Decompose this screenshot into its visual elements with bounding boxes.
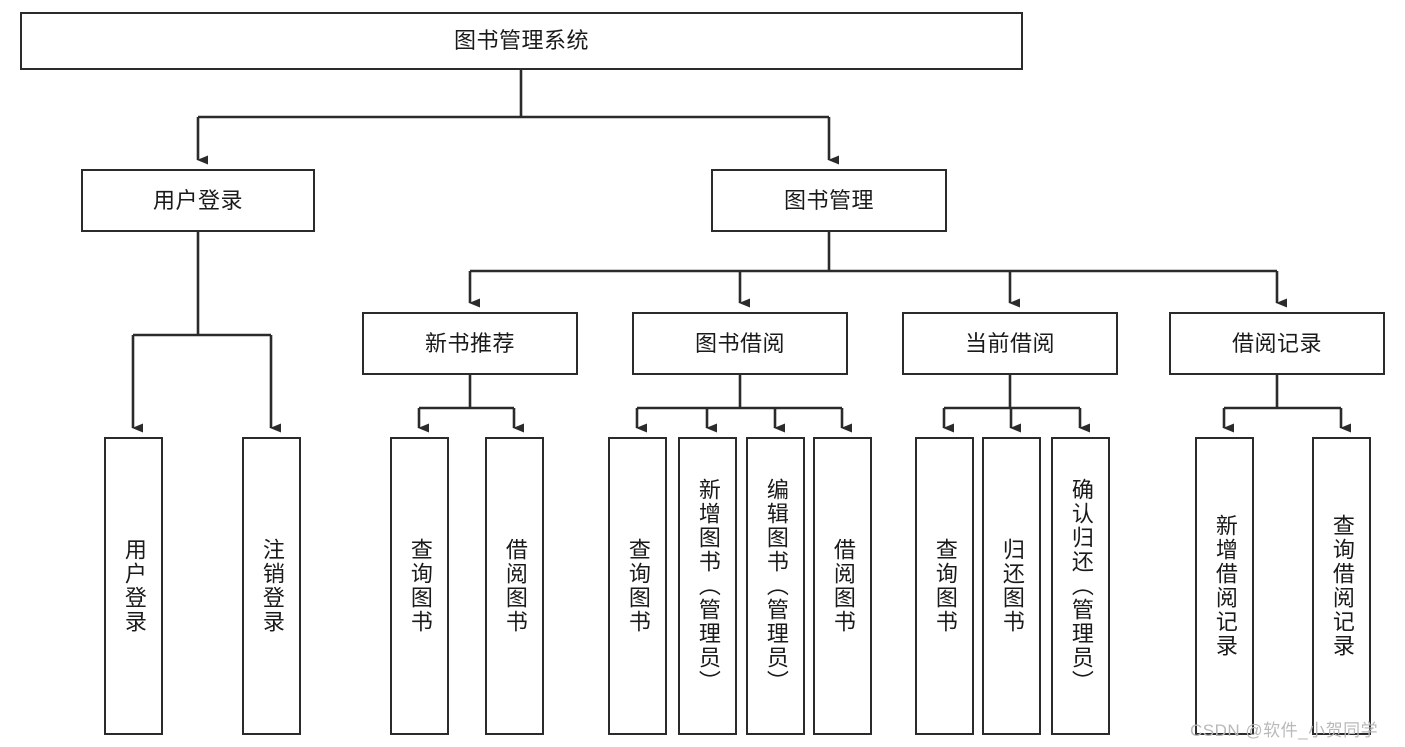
csdn-watermark: CSDN @软件_小贺同学: [1190, 721, 1379, 740]
node-leaf-borrow-book-2[interactable]: 借阅图书: [813, 437, 872, 735]
node-leaf-query-book-1-label: 查询图书: [407, 538, 433, 634]
node-root[interactable]: 图书管理系统: [20, 12, 1023, 70]
node-current-borrow-label: 当前借阅: [964, 330, 1055, 356]
node-leaf-return-book[interactable]: 归还图书: [982, 437, 1041, 735]
node-leaf-borrow-book-1-label: 借阅图书: [502, 538, 528, 634]
node-leaf-return-book-label: 归还图书: [999, 538, 1025, 634]
node-book-borrow[interactable]: 图书借阅: [632, 312, 848, 375]
node-book-manage-label: 图书管理: [783, 187, 874, 213]
node-leaf-add-book-label: 新增图书（管理员）: [695, 478, 721, 694]
node-borrow-record-label: 借阅记录: [1231, 330, 1322, 356]
node-leaf-query-book-1[interactable]: 查询图书: [390, 437, 449, 735]
node-leaf-logout[interactable]: 注销登录: [242, 437, 301, 735]
node-leaf-user-login-label: 用户登录: [121, 538, 147, 634]
node-leaf-confirm-return-label: 确认归还（管理员）: [1068, 478, 1094, 694]
node-root-label: 图书管理系统: [453, 28, 589, 54]
node-leaf-edit-book-label: 编辑图书（管理员）: [763, 478, 789, 694]
node-book-borrow-label: 图书借阅: [694, 330, 785, 356]
node-leaf-query-book-3-label: 查询图书: [932, 538, 958, 634]
node-book-manage[interactable]: 图书管理: [711, 169, 947, 232]
node-leaf-query-book-2[interactable]: 查询图书: [608, 437, 667, 735]
node-leaf-add-record-label: 新增借阅记录: [1212, 514, 1238, 658]
node-leaf-confirm-return[interactable]: 确认归还（管理员）: [1051, 437, 1110, 735]
node-new-book-recommend[interactable]: 新书推荐: [362, 312, 578, 375]
node-leaf-query-book-3[interactable]: 查询图书: [915, 437, 974, 735]
node-leaf-query-record-label: 查询借阅记录: [1329, 514, 1355, 658]
node-user-login[interactable]: 用户登录: [81, 169, 315, 232]
node-current-borrow[interactable]: 当前借阅: [902, 312, 1118, 375]
node-leaf-add-record[interactable]: 新增借阅记录: [1195, 437, 1254, 735]
node-borrow-record[interactable]: 借阅记录: [1169, 312, 1385, 375]
node-leaf-borrow-book-1[interactable]: 借阅图书: [485, 437, 544, 735]
node-leaf-user-login[interactable]: 用户登录: [104, 437, 163, 735]
node-leaf-logout-label: 注销登录: [259, 538, 285, 634]
node-leaf-add-book[interactable]: 新增图书（管理员）: [678, 437, 737, 735]
node-leaf-edit-book[interactable]: 编辑图书（管理员）: [746, 437, 805, 735]
node-new-book-recommend-label: 新书推荐: [424, 330, 515, 356]
node-leaf-query-record[interactable]: 查询借阅记录: [1312, 437, 1371, 735]
node-leaf-borrow-book-2-label: 借阅图书: [830, 538, 856, 634]
node-user-login-label: 用户登录: [152, 187, 243, 213]
node-leaf-query-book-2-label: 查询图书: [625, 538, 651, 634]
